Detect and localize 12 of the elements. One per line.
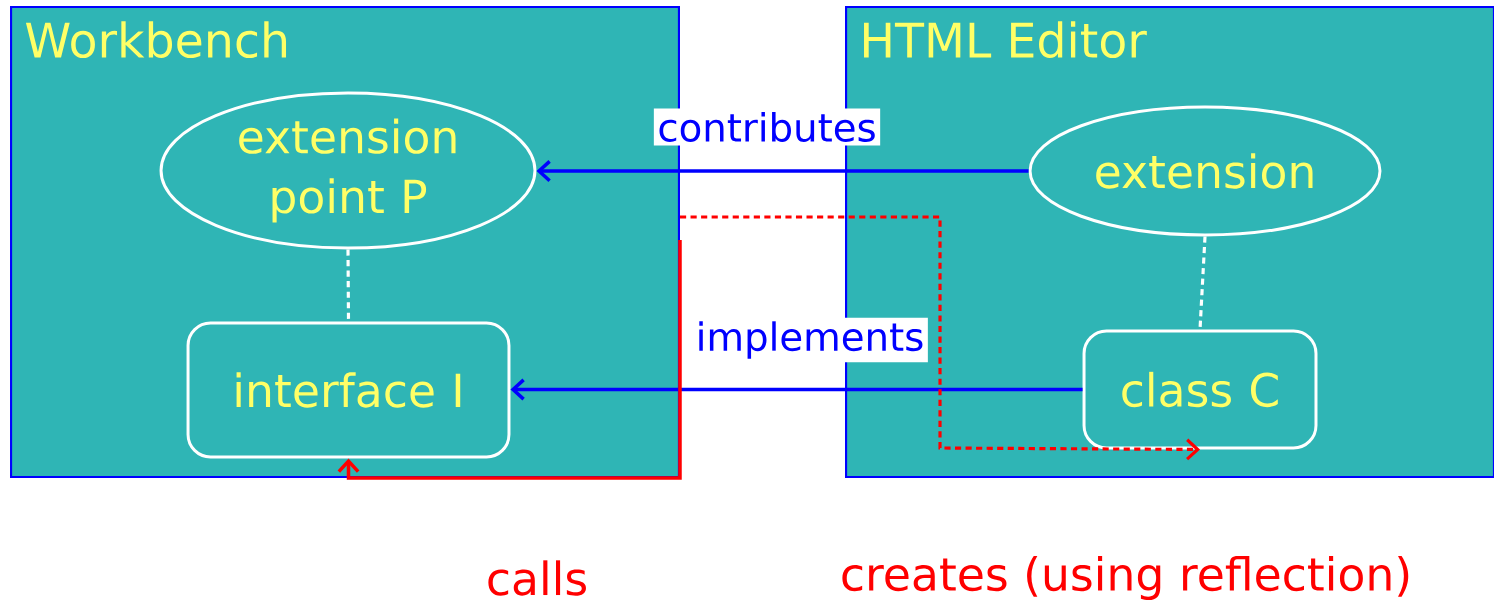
rounded-box: class C [1082, 329, 1318, 450]
arrow [536, 160, 1029, 182]
note-label: calls [488, 560, 586, 596]
ellipse-node: extension point P [159, 91, 537, 250]
edge-label: implements [692, 317, 928, 363]
ellipse-node: extension [1028, 105, 1382, 237]
rounded-box: interface I [186, 321, 511, 459]
arrow [337, 240, 682, 480]
arrow [510, 378, 1083, 401]
note-label: creates (using reflection) [842, 555, 1409, 601]
edge-label: contributes [653, 108, 881, 146]
arrow [680, 215, 1200, 461]
